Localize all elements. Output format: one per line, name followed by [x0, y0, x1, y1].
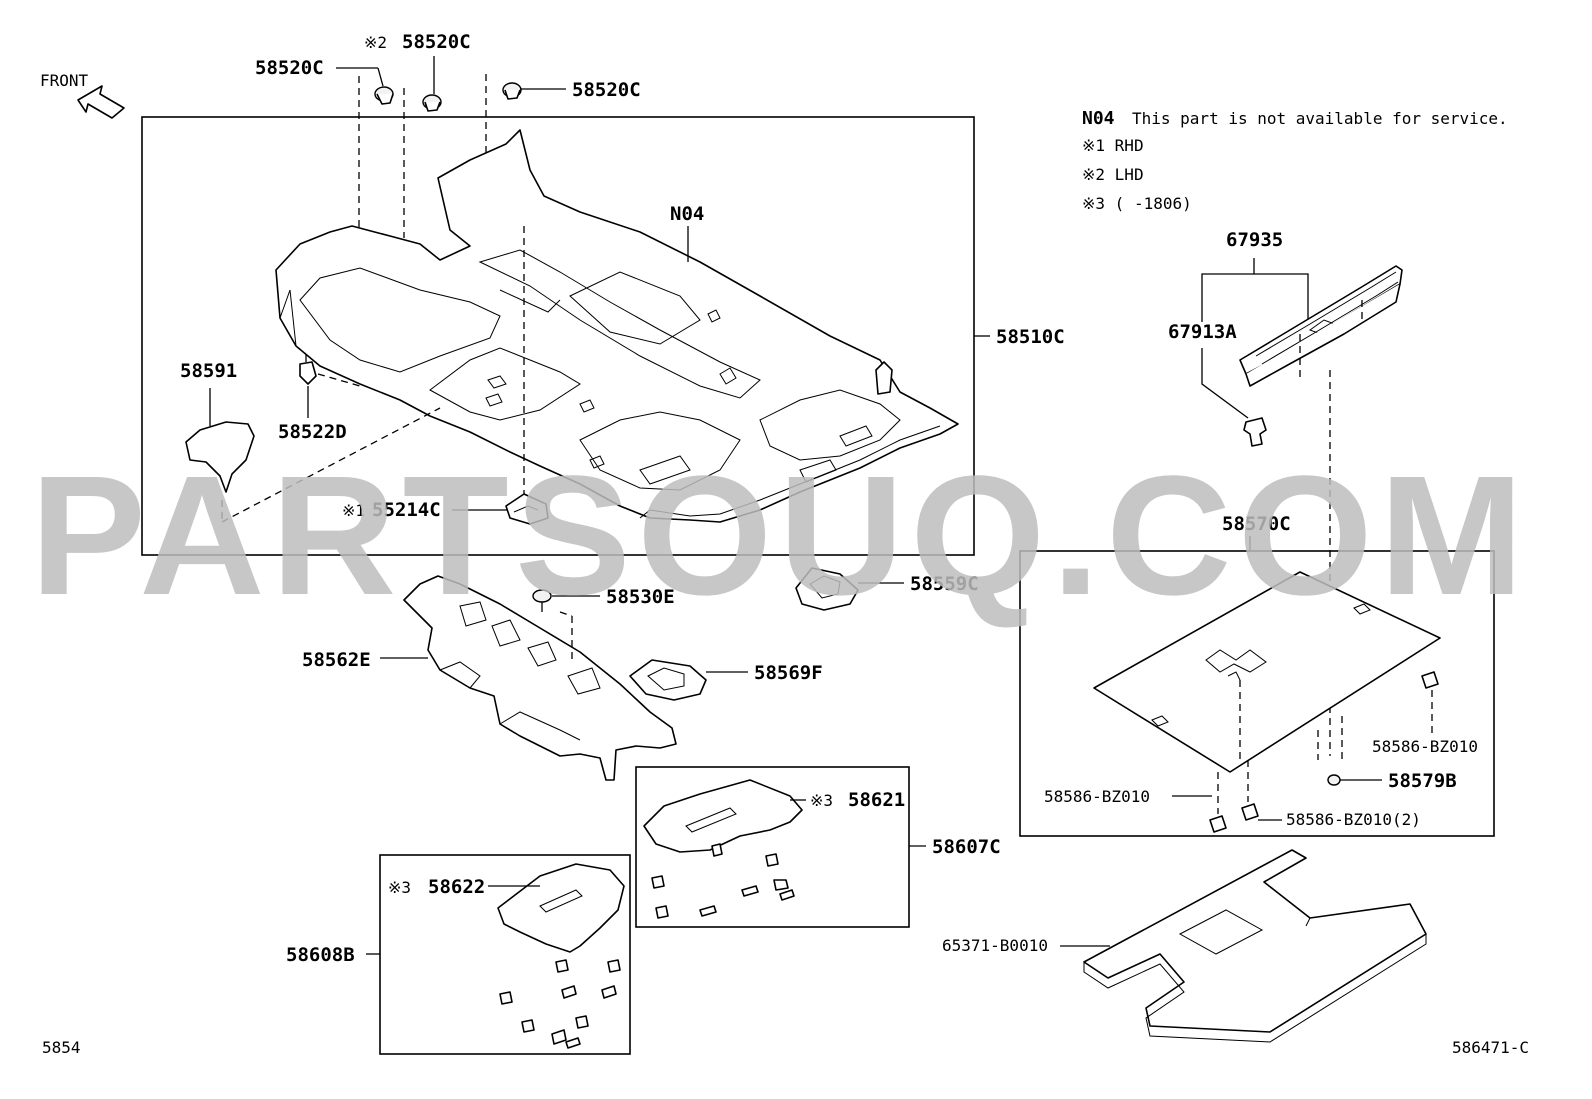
silencer-58562e: [403, 575, 677, 781]
note-date-range: ※3 ( -1806): [1082, 194, 1192, 213]
clip-58520c-right: [502, 82, 522, 100]
label-58586-bz010-left: 58586-BZ010: [1044, 787, 1150, 806]
label-58591: 58591: [180, 360, 237, 382]
fasteners-58608b: [499, 959, 621, 1049]
tray-65371-b0010: [1083, 849, 1427, 1043]
note-lhd: ※2 LHD: [1082, 165, 1144, 184]
front-arrow-icon: [77, 85, 125, 119]
label-58570c: 58570C: [1222, 513, 1291, 535]
label-55214c: 55214C: [372, 499, 441, 521]
part-58622: [497, 863, 625, 953]
label-n04: N04: [670, 203, 704, 225]
scuff-plate-67935: [1239, 265, 1403, 387]
label-65371-b0010: 65371-B0010: [942, 936, 1048, 955]
label-58562e: 58562E: [302, 649, 371, 671]
label-58622-note: ※3: [388, 878, 411, 897]
label-58510c: 58510C: [996, 326, 1065, 348]
label-58607c: 58607C: [932, 836, 1001, 858]
part-58621: [643, 779, 803, 853]
label-67935: 67935: [1226, 229, 1283, 251]
label-58522d: 58522D: [278, 421, 347, 443]
label-58520c-mid: 58520C: [402, 31, 471, 53]
label-58621-note: ※3: [810, 791, 833, 810]
note-n04-text: This part is not available for service.: [1132, 109, 1508, 128]
label-58569f: 58569F: [754, 662, 823, 684]
label-58579b: 58579B: [1388, 770, 1457, 792]
clips-58586-58579b: [1209, 671, 1439, 833]
label-58622: 58622: [428, 876, 485, 898]
note-rhd: ※1 RHD: [1082, 136, 1144, 155]
label-67913a: 67913A: [1168, 321, 1237, 343]
note-n04-code: N04: [1082, 108, 1115, 129]
label-58530e: 58530E: [606, 586, 675, 608]
fasteners-58607c: [651, 843, 795, 919]
pad-58591: [185, 421, 255, 493]
footer-right-code: 586471-C: [1452, 1038, 1529, 1057]
clip-58520c-mid: [422, 94, 442, 112]
label-58520c-right: 58520C: [572, 79, 641, 101]
clip-67913a: [1243, 417, 1267, 447]
watermark: PARTSOUQ.COM: [30, 441, 1530, 631]
clip-58530e: [532, 589, 552, 612]
label-58621: 58621: [848, 789, 905, 811]
set-58607c-box: [635, 766, 910, 928]
footer-left-code: 5854: [42, 1038, 81, 1057]
label-55214c-note: ※1: [342, 501, 365, 520]
clip-58522d: [299, 354, 317, 385]
front-label: FRONT: [40, 71, 89, 90]
label-58559c: 58559C: [910, 573, 979, 595]
label-58586-bz010-right: 58586-BZ010: [1372, 737, 1478, 756]
floor-carpet-58510c: [275, 129, 959, 523]
label-58520c-mid-note: ※2: [364, 33, 387, 52]
board-group-box: [1019, 550, 1495, 837]
clip-58520c-left: [374, 86, 394, 105]
part-58559c: [795, 567, 859, 611]
label-58520c-left: 58520C: [255, 57, 324, 79]
label-58608b: 58608B: [286, 944, 355, 966]
part-58569f: [629, 659, 707, 701]
label-58586-bz010-2: 58586-BZ010(2): [1286, 810, 1421, 829]
deck-board-58570c: [1093, 571, 1441, 773]
